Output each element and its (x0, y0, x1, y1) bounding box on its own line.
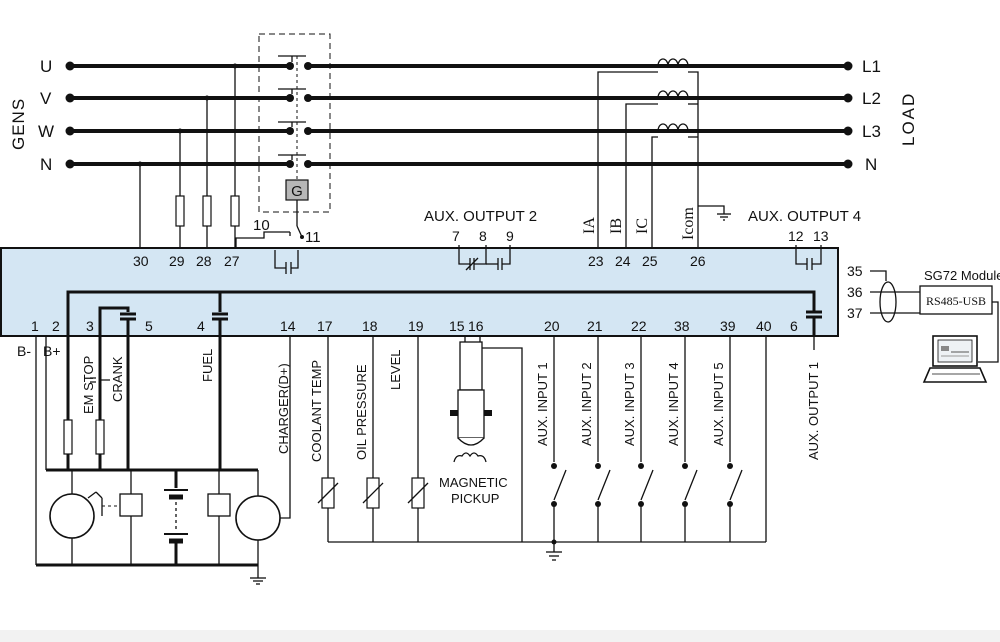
contact-10-11 (274, 250, 299, 274)
terminal-29: 29 (169, 253, 185, 269)
terminal-4: 4 (197, 318, 205, 334)
terminal-7: 7 (452, 228, 460, 244)
terminal-19: 19 (408, 318, 424, 334)
load-l2-label: L2 (862, 89, 881, 108)
em-stop-label: EM STOP (81, 356, 96, 414)
terminal-13: 13 (813, 228, 829, 244)
em-stop-crank-switches (63, 377, 110, 455)
icom-label: Icom (680, 207, 697, 240)
charger-label: CHARGER(D+) (276, 363, 291, 454)
sg72-title: SG72 Module (924, 268, 1000, 283)
terminal-23: 23 (588, 253, 604, 269)
magnetic-label: MAGNETIC (439, 475, 508, 490)
terminal-28: 28 (196, 253, 212, 269)
terminal-6: 6 (790, 318, 798, 334)
load-n-label: N (865, 155, 877, 174)
terminal-5: 5 (145, 318, 153, 334)
aux-input-3-label: AUX. INPUT 3 (622, 362, 637, 446)
crank-label: CRANK (110, 356, 125, 402)
aux-output-1-label: AUX. OUTPUT 1 (806, 362, 821, 460)
engine-components (36, 336, 291, 585)
coolant-temp-label: COOLANT TEMP (309, 360, 324, 462)
terminal-35: 35 (847, 263, 863, 279)
rs485-usb-label: RS485-USB (926, 294, 986, 308)
terminal-20: 20 (544, 318, 560, 334)
terminal-39: 39 (720, 318, 736, 334)
terminal-18: 18 (362, 318, 378, 334)
phase-u-label: U (40, 57, 52, 76)
ia-label: IA (581, 217, 598, 234)
terminal-12: 12 (788, 228, 804, 244)
phase-n-label: N (40, 155, 52, 174)
terminal-15: 15 (449, 318, 465, 334)
terminal-26: 26 (690, 253, 706, 269)
terminal-40: 40 (756, 318, 772, 334)
terminal-21: 21 (587, 318, 603, 334)
level-label: LEVEL (388, 350, 403, 390)
aux-output-2-contacts (458, 245, 511, 271)
aux-input-switches (546, 336, 767, 561)
terminal-9: 9 (506, 228, 514, 244)
ic-label: IC (634, 218, 651, 234)
terminal-8: 8 (479, 228, 487, 244)
terminal-22: 22 (631, 318, 647, 334)
terminal-37: 37 (847, 305, 863, 321)
terminal-11: 11 (305, 229, 321, 246)
fuel-label: FUEL (200, 349, 215, 382)
aux-output-2-label: AUX. OUTPUT 2 (424, 208, 537, 225)
sensors (317, 336, 766, 543)
load-l1-label: L1 (862, 57, 881, 76)
terminal-24: 24 (615, 253, 631, 269)
ib-label: IB (608, 218, 625, 234)
load-l3-label: L3 (862, 122, 881, 141)
terminal-36: 36 (847, 284, 863, 300)
terminal-16: 16 (468, 318, 484, 334)
voltage-sense-wiring (137, 63, 240, 250)
terminal-2: 2 (52, 318, 60, 334)
terminal-25: 25 (642, 253, 658, 269)
battery-leads (35, 336, 47, 565)
current-transformers (597, 58, 731, 250)
terminal-10: 10 (253, 217, 270, 234)
terminal-30: 30 (133, 253, 149, 269)
terminal-38: 38 (674, 318, 690, 334)
battery-plus-label: B+ (43, 343, 61, 359)
footer-strip (0, 630, 1000, 642)
terminal-3: 3 (86, 318, 94, 334)
aux-input-4-label: AUX. INPUT 4 (666, 362, 681, 446)
aux-output-4-label: AUX. OUTPUT 4 (748, 208, 861, 225)
pickup-label: PICKUP (451, 491, 499, 506)
gens-label: GENS (9, 98, 28, 150)
terminal-1: 1 (31, 318, 39, 334)
terminal-17: 17 (317, 318, 333, 334)
terminal-27: 27 (224, 253, 240, 269)
genset-symbol: G (291, 183, 303, 200)
rs485-wiring (870, 270, 999, 363)
magnetic-pickup (450, 336, 523, 542)
phase-w-label: W (38, 122, 54, 141)
oil-pressure-label: OIL PRESSURE (354, 364, 369, 460)
laptop-icon (922, 335, 988, 383)
aux-input-2-label: AUX. INPUT 2 (579, 362, 594, 446)
phase-buses (65, 61, 853, 169)
rs485-usb-converter (919, 285, 993, 315)
aux-output-4-contacts (795, 245, 822, 270)
aux-input-1-label: AUX. INPUT 1 (535, 362, 550, 446)
contactor-coil-wiring (235, 200, 304, 250)
terminal-14: 14 (280, 318, 296, 334)
aux-input-5-label: AUX. INPUT 5 (711, 362, 726, 446)
generator-contactor (258, 33, 331, 213)
phase-v-label: V (40, 89, 52, 108)
battery-minus-label: B- (17, 343, 31, 359)
load-label: LOAD (899, 92, 918, 146)
